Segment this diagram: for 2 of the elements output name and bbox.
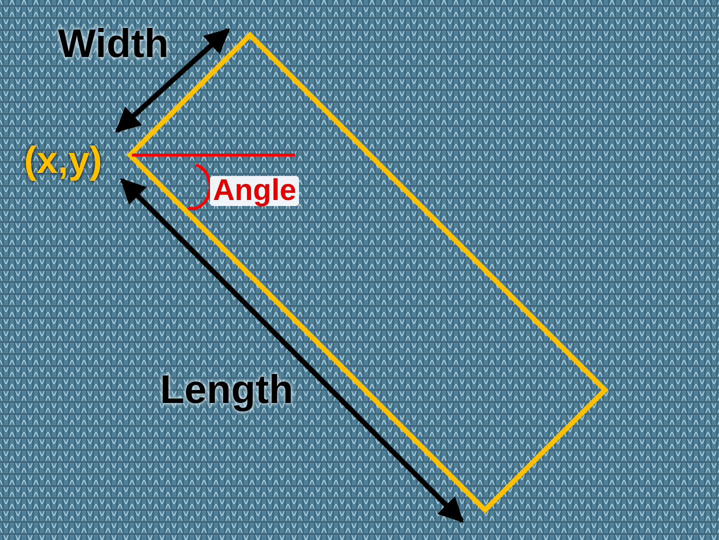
angle-label: Angle	[210, 176, 300, 206]
coordinate-label: (x,y)	[24, 142, 102, 180]
